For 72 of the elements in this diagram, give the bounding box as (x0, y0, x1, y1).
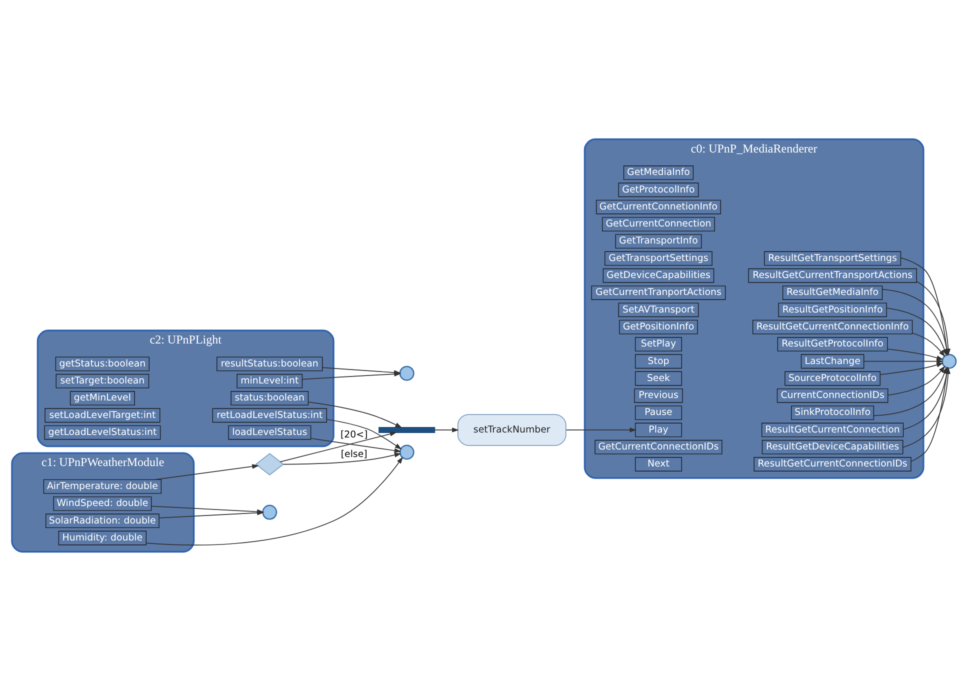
node-box: getStatus:boolean (55, 356, 150, 372)
arrow (302, 372, 402, 380)
node-box: resultStatus:boolean (216, 356, 323, 372)
node-circle (942, 354, 957, 369)
node-box: AirTemperature: double (43, 479, 162, 494)
node-box: SourceProtocolInfo (784, 371, 880, 386)
node-box: ResultGetCurrentConnectionIDs (754, 457, 912, 472)
node-box: ResultGetPositionInfo (778, 302, 887, 318)
node-box: ResultGetCurrentConnection (761, 422, 904, 438)
node-box: Previous (634, 388, 683, 403)
node-box: ResultGetProtocolInfo (777, 337, 888, 352)
arrow (434, 428, 459, 432)
node-box: minLevel:int (236, 374, 303, 388)
node-box: Next (635, 457, 682, 472)
arrow (566, 428, 637, 432)
node-box: getLoadLevelStatus:int (44, 425, 161, 440)
node-box: ResultGetCurrentConnectionInfo (752, 320, 913, 334)
node-box: GetCurrentConnetionInfo (596, 200, 721, 214)
node-box: SetPlay (635, 337, 682, 352)
arrow (886, 308, 947, 356)
node-box: loadLevelStatus (228, 425, 312, 440)
node-box: Stop (635, 354, 682, 369)
node-box: GetCurrentConnection (602, 216, 715, 232)
node-box: Pause (635, 406, 682, 420)
arrow (912, 332, 946, 357)
node-circle (399, 366, 414, 381)
node-box: Seek (635, 371, 682, 386)
node-box: GetMediaInfo (623, 166, 694, 180)
node-box: ResultGetTransportSettings (764, 251, 902, 266)
arrow (280, 432, 397, 462)
arrow (154, 464, 260, 480)
node-box: GetDeviceCapabilities (602, 268, 714, 283)
edge-label: [20<] (340, 430, 368, 440)
node-box: GetCurrentTranportActions (591, 286, 726, 300)
node-box: WindSpeed: double (53, 496, 152, 511)
node-box: CurrentConnectionIDs (776, 388, 888, 403)
arrow (310, 438, 402, 453)
node-box: setLoadLevelTarget:int (44, 408, 160, 423)
node-box: Humidity: double (58, 530, 147, 546)
arrow (283, 452, 402, 465)
node-box: GetTransportSettings (604, 251, 712, 266)
node-circle (399, 444, 414, 460)
node-box: SetAVTransport (618, 302, 699, 318)
node-box: retLoadLevelStatus:int (212, 408, 327, 423)
node-box: ResultGetDeviceCapabilities (762, 440, 904, 454)
node-circle (262, 504, 278, 520)
arrow (326, 418, 402, 450)
arrow (308, 402, 402, 428)
node-box: status:boolean (230, 391, 309, 406)
node-box: GetPositionInfo (619, 320, 698, 334)
node-diamond (255, 453, 284, 476)
arrow (880, 362, 944, 375)
arrow (887, 348, 944, 360)
arrow (882, 288, 950, 356)
node-box: GetTransportInfo (615, 234, 702, 249)
arrow (900, 257, 950, 356)
node-box: SinkProtocolInfo (791, 406, 874, 420)
node-box: ResultGetCurrentTransportActions (748, 268, 917, 283)
node-box: getMinLevel (70, 391, 135, 406)
arrow (146, 456, 403, 546)
node-box: Play (635, 422, 682, 438)
node-box: SolarRadiation: double (46, 514, 160, 528)
node-box: LastChange (800, 354, 864, 369)
arrow (863, 358, 944, 364)
edge-label: [else] (340, 449, 368, 460)
node-box: GetCurrentConnectionIDs (594, 440, 722, 454)
node-box: setTrackNumber (457, 414, 566, 446)
node-box: GetProtocolInfo (618, 182, 699, 198)
node-box: setTarget:boolean (56, 374, 150, 388)
arrow (888, 366, 946, 396)
node-box: ResultGetMediaInfo (782, 286, 883, 300)
node-bar (378, 426, 436, 433)
